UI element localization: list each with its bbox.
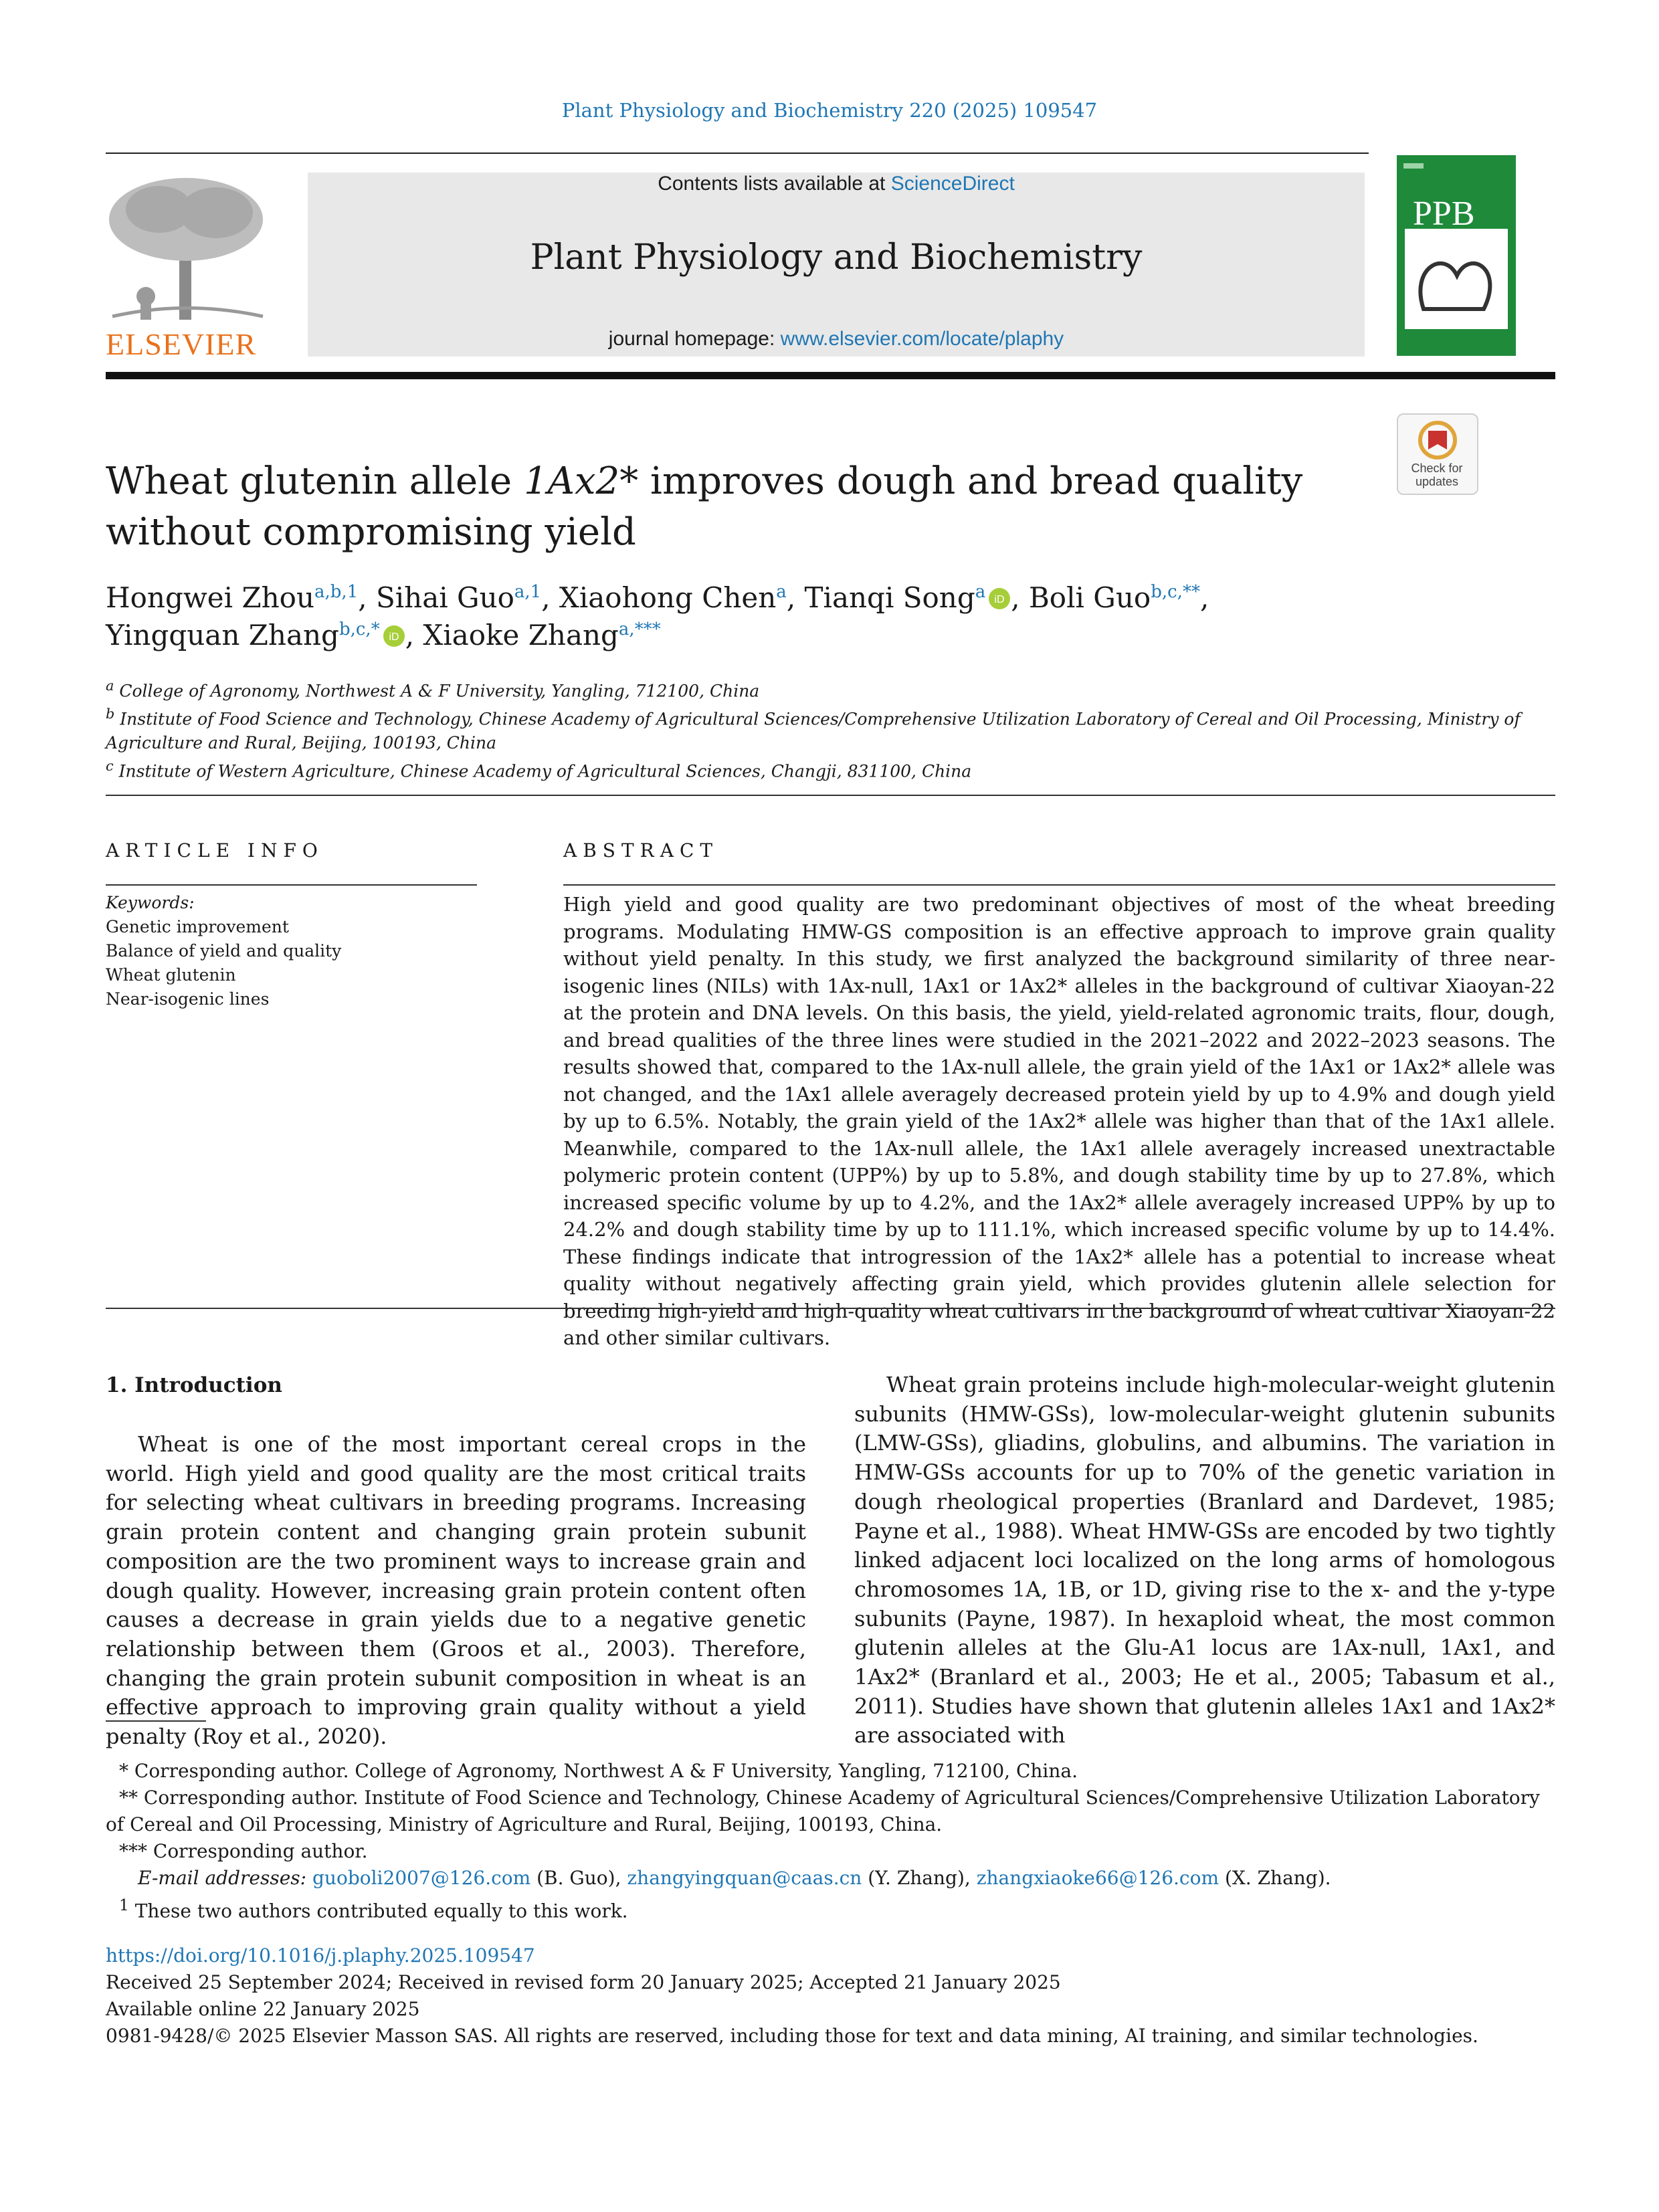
divider [106, 1308, 1555, 1309]
publication-info: https://doi.org/10.1016/j.plaphy.2025.10… [106, 1942, 1555, 2049]
author-marks[interactable]: a,b,1 [314, 582, 359, 602]
footnote-corresponding-2: ** Corresponding author. Institute of Fo… [106, 1787, 1540, 1835]
author[interactable]: Boli Guo [1028, 581, 1151, 614]
affiliation-text: College of Agronomy, Northwest A & F Uni… [119, 681, 760, 701]
footnote-corresponding-1: * Corresponding author. College of Agron… [119, 1760, 1078, 1782]
footnote-equal-contribution: 1 These two authors contributed equally … [106, 1892, 1555, 1924]
affiliation-text: Institute of Food Science and Technology… [106, 709, 1521, 752]
footnote-divider [106, 1720, 206, 1722]
title-part-1: Wheat glutenin allele [106, 460, 524, 503]
top-divider [106, 153, 1369, 154]
email-owner: (B. Guo), [536, 1867, 621, 1889]
abstract-heading: ABSTRACT [563, 839, 719, 862]
header-thick-divider [106, 372, 1555, 379]
check-for-updates-label: Check for updates [1411, 462, 1463, 488]
title-part-2: improves dough and bread quality without… [106, 460, 1303, 554]
author[interactable]: Tianqi Song [804, 581, 975, 614]
author-marks[interactable]: b,c,** [1151, 582, 1200, 602]
author-marks[interactable]: a,*** [618, 619, 661, 639]
article-info-divider [106, 884, 477, 886]
journal-homepage-link[interactable]: www.elsevier.com/locate/plaphy [780, 328, 1064, 350]
journal-title: Plant Physiology and Biochemistry [530, 237, 1143, 278]
email-link[interactable]: zhangyingquan@caas.cn [627, 1867, 862, 1889]
author-marks[interactable]: a [975, 582, 986, 602]
footnote-emails: E-mail addresses: guoboli2007@126.com (B… [106, 1865, 1555, 1892]
author[interactable]: Xiaoke Zhang [423, 619, 619, 651]
author-marks[interactable]: a,1 [514, 582, 542, 602]
affiliation-mark: a [106, 678, 114, 694]
contents-prefix: Contents lists available at [658, 173, 886, 195]
intro-paragraph: Wheat grain proteins include high-molecu… [854, 1372, 1555, 1748]
email-owner: (X. Zhang). [1224, 1867, 1331, 1889]
email-link[interactable]: zhangxiaoke66@126.com [976, 1867, 1219, 1889]
affiliation-mark: c [106, 757, 114, 774]
journal-homepage-line: journal homepage: www.elsevier.com/locat… [308, 328, 1365, 350]
abstract-text: High yield and good quality are two pred… [563, 893, 1555, 1349]
check-updates-icon [1418, 421, 1457, 460]
orcid-icon[interactable]: iD [383, 625, 405, 647]
affiliation-c: c Institute of Western Agriculture, Chin… [106, 755, 1557, 783]
keyword: Wheat glutenin [106, 965, 236, 985]
article-info-heading: ARTICLE INFO [106, 839, 324, 862]
introduction-heading: 1. Introduction [106, 1373, 282, 1397]
check-for-updates-button[interactable] [1397, 413, 1478, 495]
available-online: Available online 22 January 2025 [106, 1998, 420, 2020]
journal-cover-thumbnail [1397, 155, 1516, 356]
received-dates: Received 25 September 2024; Received in … [106, 1971, 1061, 1993]
email-link[interactable]: guoboli2007@126.com [312, 1867, 531, 1889]
cover-art-icon [1403, 163, 1508, 329]
footnotes: * Corresponding author. College of Agron… [106, 1758, 1555, 1924]
author-list: Hongwei Zhoua,b,1, Sihai Guoa,1, Xiaohon… [106, 581, 1209, 651]
affiliation-a: a College of Agronomy, Northwest A & F U… [106, 674, 1557, 702]
intro-paragraph: Wheat is one of the most important cerea… [106, 1431, 806, 1750]
contents-available-line: Contents lists available at ScienceDirec… [308, 173, 1365, 195]
journal-header-band [308, 173, 1365, 357]
svg-text:iD: iD [995, 594, 1005, 605]
affiliations: a College of Agronomy, Northwest A & F U… [106, 674, 1557, 783]
author-marks[interactable]: b,c,* [338, 619, 380, 639]
title-allele: 1Ax2* [523, 460, 639, 503]
author[interactable]: Hongwei Zhou [106, 581, 315, 614]
keyword: Balance of yield and quality [106, 941, 342, 961]
footnote-mark: 1 [119, 1896, 129, 1914]
article-title: Wheat glutenin allele 1Ax2* improves dou… [106, 456, 1377, 558]
affiliation-mark: b [106, 706, 115, 722]
homepage-prefix: journal homepage: [608, 328, 775, 350]
keywords-block: Keywords: Genetic improvement Balance of… [106, 891, 480, 1011]
doi-link[interactable]: https://doi.org/10.1016/j.plaphy.2025.10… [106, 1944, 535, 1967]
email-owner: (Y. Zhang), [868, 1867, 971, 1889]
svg-text:iD: iD [389, 631, 399, 643]
affiliation-text: Institute of Western Agriculture, Chines… [118, 761, 972, 781]
abstract-divider [563, 884, 1555, 886]
affiliation-b: b Institute of Food Science and Technolo… [106, 702, 1557, 754]
keyword: Genetic improvement [106, 917, 289, 936]
divider [106, 795, 1555, 796]
footnote-corresponding-3: *** Corresponding author. [119, 1840, 368, 1862]
elsevier-tree-logo-icon [109, 178, 264, 320]
keyword: Near-isogenic lines [106, 989, 270, 1009]
footnote-text: These two authors contributed equally to… [134, 1900, 628, 1922]
copyright-notice: 0981-9428/© 2025 Elsevier Masson SAS. Al… [106, 2025, 1478, 2047]
intro-right-column: Wheat grain proteins include high-molecu… [854, 1371, 1555, 1750]
elsevier-wordmark: ELSEVIER [106, 327, 257, 361]
author-marks[interactable]: a [776, 582, 787, 602]
sciencedirect-link[interactable]: ScienceDirect [890, 173, 1015, 195]
journal-reference-link[interactable]: Plant Physiology and Biochemistry 220 (2… [561, 99, 1098, 122]
intro-left-column: Wheat is one of the most important cerea… [106, 1430, 806, 1752]
keywords-label: Keywords: [106, 893, 195, 912]
email-label: E-mail addresses: [138, 1867, 307, 1889]
cover-title: PPB [1413, 195, 1475, 233]
author[interactable]: Yingquan Zhang [106, 619, 339, 651]
orcid-icon[interactable]: iD [988, 587, 1011, 610]
author[interactable]: Sihai Guo [375, 581, 514, 614]
author[interactable]: Xiaohong Chen [559, 581, 777, 614]
